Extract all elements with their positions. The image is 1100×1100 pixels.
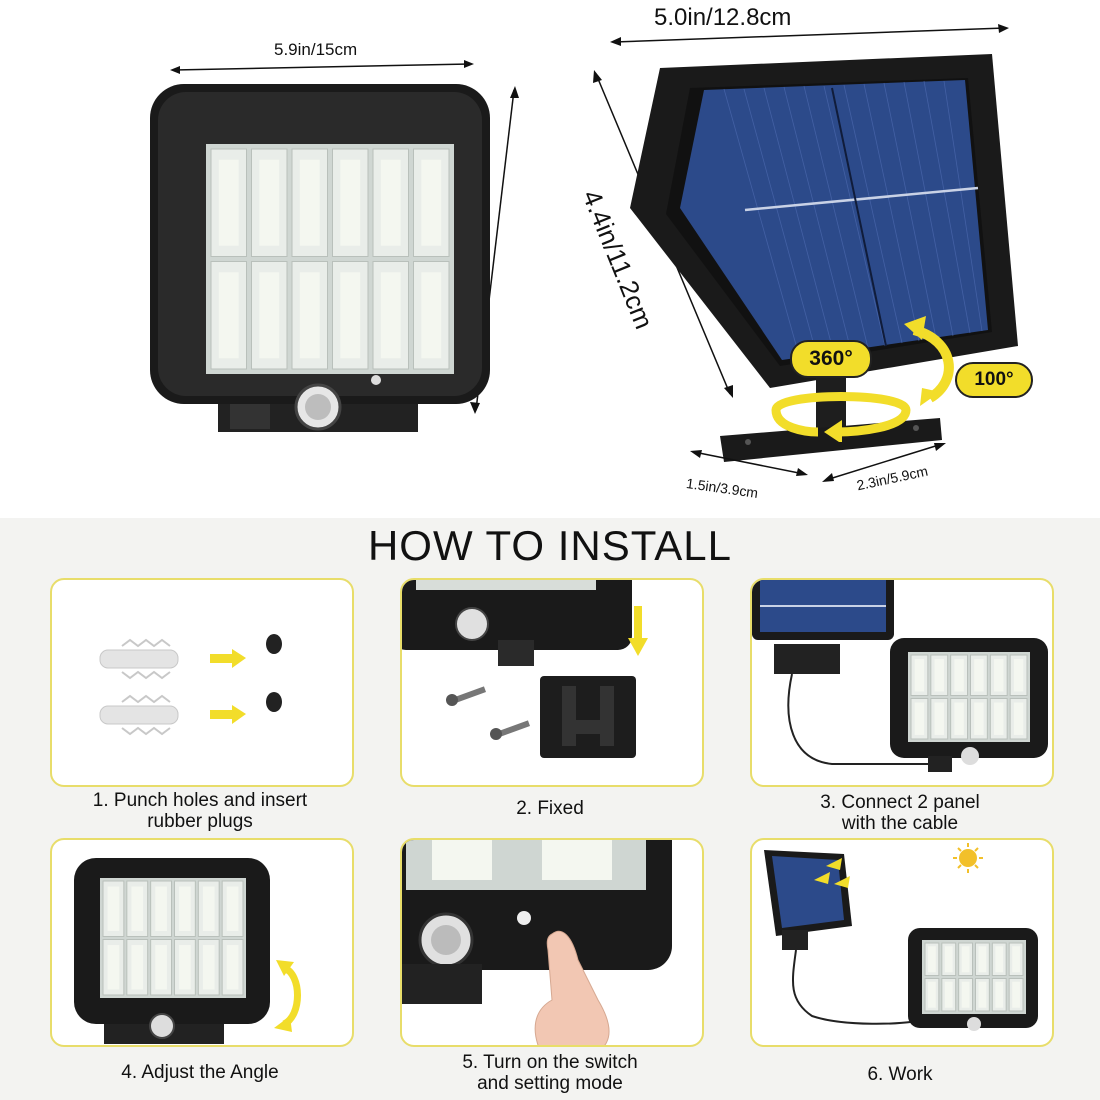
led-chip: [995, 981, 1004, 1008]
install-title: HOW TO INSTALL: [367, 522, 733, 569]
led-chip: [380, 272, 401, 359]
switch-illustration: [402, 840, 672, 1045]
step-1-caption-line1: 1. Punch holes and insert: [92, 790, 308, 811]
led-chip: [421, 272, 442, 359]
step-6-card: [750, 838, 1054, 1047]
led-chip: [944, 946, 953, 973]
step-5-caption-line2: and setting mode: [477, 1073, 623, 1094]
panel-width-label: 5.0in/12.8cm: [654, 4, 792, 31]
led-chip: [994, 702, 1004, 735]
step-3-card: [750, 578, 1054, 787]
led-chip: [934, 702, 944, 735]
led-chip: [179, 886, 191, 931]
step-2-caption-line1: 2. Fixed: [516, 798, 584, 819]
led-chip: [202, 886, 215, 931]
work-illustration: [764, 843, 1038, 1031]
lamp-width-arrow: [170, 60, 474, 74]
led-chip: [299, 272, 320, 359]
led-chip: [259, 272, 280, 359]
led-chip: [202, 945, 215, 990]
led-chip: [226, 886, 239, 931]
step-1-caption: 1. Punch holes and insert rubber plugs: [30, 790, 370, 832]
solar-panel: [630, 54, 1018, 462]
led-chip: [978, 981, 987, 1008]
led-chip: [131, 945, 144, 990]
rotation-arrow-horizontal: [771, 392, 911, 442]
led-chip: [954, 659, 964, 692]
led-chip: [914, 702, 925, 735]
step-3-caption-line2: with the cable: [841, 813, 959, 834]
led-chip: [299, 159, 320, 246]
wall-plug-illustration: [99, 634, 282, 736]
step-5-caption: 5. Turn on the switch and setting mode: [380, 1052, 720, 1094]
bracket-width-arrow: [822, 443, 946, 482]
step-4-caption: 4. Adjust the Angle: [30, 1062, 370, 1083]
led-chip: [218, 272, 239, 359]
led-chip: [259, 159, 280, 246]
step-2-caption: 2. Fixed: [380, 798, 720, 819]
led-chip: [994, 659, 1004, 692]
connect-illustration: [752, 580, 1048, 772]
product-diagram: 5.9in/15cm 4.3in/11cm 5.0in/12.8cm 4.4in…: [0, 0, 1100, 518]
bracket-depth-arrow: [690, 450, 808, 476]
lamp-width-label: 5.9in/15cm: [274, 40, 358, 59]
led-chip: [131, 886, 144, 931]
led-chip: [928, 946, 936, 973]
led-chip: [934, 659, 944, 692]
led-chip: [107, 886, 120, 931]
step-5-caption-line1: 5. Turn on the switch: [462, 1052, 638, 1073]
led-chip: [961, 946, 970, 973]
step-4-caption-line1: 4. Adjust the Angle: [121, 1062, 279, 1083]
step-1-card: [50, 578, 354, 787]
led-chip: [218, 159, 239, 246]
step-2-card: [400, 578, 704, 787]
led-chip: [107, 945, 120, 990]
led-chip: [974, 702, 984, 735]
led-chip: [340, 272, 361, 359]
led-chip: [954, 702, 964, 735]
led-chip: [1013, 702, 1024, 735]
step-5-card: [400, 838, 704, 1047]
bracket-depth-label: 1.5in/3.9cm: [685, 475, 760, 501]
step-6-caption-line1: 6. Work: [867, 1064, 933, 1085]
mounting-illustration: [402, 580, 648, 758]
led-chip: [340, 159, 361, 246]
step-3-caption: 3. Connect 2 panel with the cable: [730, 792, 1070, 834]
led-chip: [995, 946, 1004, 973]
step-3-caption-line1: 3. Connect 2 panel: [820, 792, 980, 813]
rotation-arrow-vertical: [904, 316, 954, 406]
step-4-card: [50, 838, 354, 1047]
step-1-caption-line2: rubber plugs: [147, 811, 253, 832]
led-chip: [944, 981, 953, 1008]
led-chip: [978, 946, 987, 973]
led-chip: [226, 945, 239, 990]
led-chip: [1012, 946, 1020, 973]
led-chip: [421, 159, 442, 246]
adjust-angle-illustration: [74, 858, 301, 1044]
panel-width-arrow: [610, 24, 1009, 46]
badge-100: 100°: [955, 362, 1033, 398]
led-chip: [1012, 981, 1020, 1008]
led-chip: [155, 945, 167, 990]
step-6-caption: 6. Work: [730, 1064, 1070, 1085]
led-chip: [380, 159, 401, 246]
led-chip: [914, 659, 925, 692]
led-chip: [155, 886, 167, 931]
solar-lamp-front: [150, 84, 490, 432]
badge-360: 360°: [790, 340, 872, 378]
led-chip: [1013, 659, 1024, 692]
led-chip: [961, 981, 970, 1008]
led-chip: [928, 981, 936, 1008]
led-chip: [179, 945, 191, 990]
led-chip: [974, 659, 984, 692]
